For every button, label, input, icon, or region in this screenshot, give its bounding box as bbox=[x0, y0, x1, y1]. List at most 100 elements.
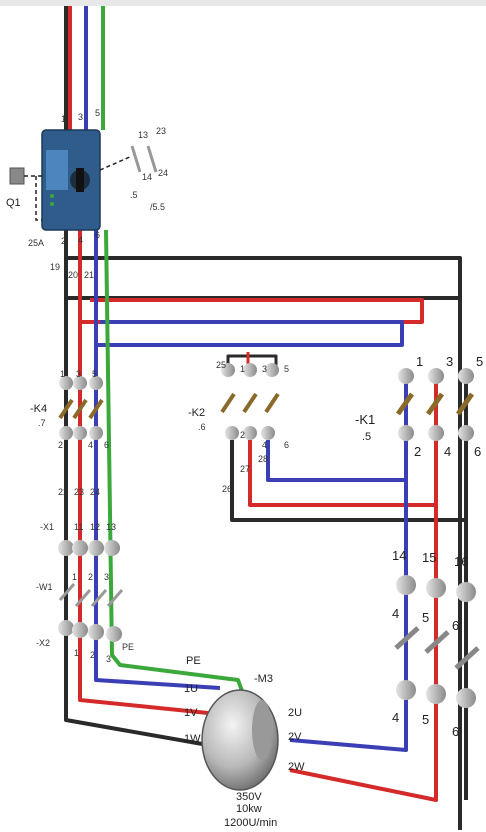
right-top-16: 16 bbox=[454, 554, 468, 569]
wire-num-27: 27 bbox=[240, 464, 250, 474]
q1-top-term-3: 3 bbox=[78, 112, 83, 122]
k1-bot-4: 4 bbox=[444, 444, 451, 459]
wire-num-22: 22 bbox=[58, 487, 68, 497]
q1-rating: 25A bbox=[28, 238, 44, 248]
wire-num-24: 24 bbox=[90, 487, 100, 497]
q1-bottom-term-2: 2 bbox=[61, 236, 66, 246]
top-strip bbox=[0, 0, 486, 6]
k2-bot-6: 6 bbox=[284, 440, 289, 450]
terminal-strip-x2[interactable] bbox=[58, 620, 122, 642]
k1-tag: -K1 bbox=[355, 412, 375, 427]
k1-bot-2: 2 bbox=[414, 444, 421, 459]
w1-term-1: 1 bbox=[72, 572, 77, 582]
q1-top-term-5: 5 bbox=[95, 108, 100, 118]
w1-term-3: 3 bbox=[104, 572, 109, 582]
motor-pe: PE bbox=[186, 655, 201, 667]
right-mid-4: 4 bbox=[392, 606, 399, 621]
w1-tag: -W1 bbox=[36, 582, 53, 592]
terminal-strip-x1[interactable] bbox=[58, 540, 120, 556]
aux-contacts bbox=[99, 145, 158, 173]
x1-term-11: 11 bbox=[74, 522, 83, 532]
motor-voltage: 350V bbox=[236, 791, 262, 803]
right-mid-6: 6 bbox=[452, 618, 459, 633]
k4-bot-4: 4 bbox=[88, 440, 93, 450]
k4-top-1: 1 bbox=[60, 369, 65, 379]
x1-term-13: 13 bbox=[106, 522, 116, 532]
terminal-strip-w1[interactable] bbox=[58, 583, 124, 607]
motor-1v: 1V bbox=[184, 707, 198, 719]
k4-bot-6: 6 bbox=[104, 440, 109, 450]
right-bot-5: 5 bbox=[422, 712, 429, 727]
x2-pe: PE bbox=[122, 642, 134, 652]
wire-k2-bridge bbox=[226, 354, 278, 366]
wire-green-pe bbox=[101, 6, 248, 703]
motor-1u: 1U bbox=[184, 683, 198, 695]
right-bot-6: 6 bbox=[452, 724, 459, 739]
k4-top-3: 3 bbox=[76, 369, 81, 379]
q1-tag: Q1 bbox=[6, 197, 21, 209]
contactor-k1[interactable] bbox=[395, 368, 475, 441]
k2-top-3: 3 bbox=[262, 364, 267, 374]
motor-power: 10kw bbox=[236, 803, 262, 815]
contactor-k2[interactable] bbox=[220, 363, 280, 440]
wire-num-25: 25 bbox=[216, 360, 226, 370]
k2-ref: .6 bbox=[198, 422, 206, 432]
k1-top-1: 1 bbox=[416, 354, 423, 369]
q1-aux-block bbox=[9, 167, 42, 221]
motor-tag: -M3 bbox=[254, 673, 273, 685]
motor-m3[interactable] bbox=[201, 689, 279, 791]
q1-bottom-term-4: 4 bbox=[78, 235, 83, 245]
terminal-strip-right-top[interactable] bbox=[396, 575, 476, 602]
q1-bottom-term-6: 6 bbox=[95, 230, 100, 240]
k1-ref: .5 bbox=[362, 431, 371, 443]
motor-speed: 1200U/min bbox=[224, 817, 277, 829]
right-top-14: 14 bbox=[392, 548, 406, 563]
x1-term-12: 12 bbox=[90, 522, 100, 532]
wire-28 bbox=[266, 440, 406, 482]
k4-ref: .7 bbox=[38, 418, 46, 428]
motor-2v: 2V bbox=[288, 731, 302, 743]
wires bbox=[64, 6, 468, 830]
wire-num-23: 23 bbox=[74, 487, 84, 497]
x2-term-3: 3 bbox=[106, 654, 111, 664]
right-bot-4: 4 bbox=[392, 710, 399, 725]
wire-black-main bbox=[64, 6, 462, 830]
aux-ref-2: /5.5 bbox=[150, 202, 165, 212]
k2-top-5: 5 bbox=[284, 364, 289, 374]
motor-2u: 2U bbox=[288, 707, 302, 719]
contactor-k4[interactable] bbox=[58, 376, 104, 440]
motor-1w: 1W bbox=[184, 733, 201, 745]
wire-num-19: 19 bbox=[50, 262, 60, 272]
k2-bot-4: 4 bbox=[262, 440, 267, 450]
k1-top-5: 5 bbox=[476, 354, 483, 369]
wire-blue-main bbox=[84, 6, 404, 690]
wire-26 bbox=[230, 440, 466, 522]
k1-top-3: 3 bbox=[446, 354, 453, 369]
wire-k1-right-red bbox=[289, 380, 438, 802]
w1-term-2: 2 bbox=[88, 572, 93, 582]
terminal-strip-right-bottom[interactable] bbox=[396, 680, 476, 708]
k4-bot-2: 2 bbox=[58, 440, 63, 450]
wire-num-21: 21 bbox=[84, 270, 94, 280]
wire-k1-right-blue bbox=[289, 380, 408, 752]
k2-top-1: 1 bbox=[240, 364, 245, 374]
terminal-strip-right-mid[interactable] bbox=[394, 626, 480, 670]
aux-14: 14 bbox=[142, 172, 152, 182]
aux-24: 24 bbox=[158, 168, 168, 178]
x2-term-2: 2 bbox=[90, 650, 95, 660]
aux-23: 23 bbox=[156, 126, 166, 136]
right-mid-5: 5 bbox=[422, 610, 429, 625]
wire-num-28: 28 bbox=[258, 454, 268, 464]
x2-term-1: 1 bbox=[74, 648, 79, 658]
k2-bot-2: 2 bbox=[240, 430, 245, 440]
wire-num-26: 26 bbox=[222, 484, 232, 494]
aux-ref-1: .5 bbox=[130, 190, 138, 200]
q1-top-term-1: 1 bbox=[61, 114, 66, 124]
right-top-15: 15 bbox=[422, 550, 436, 565]
wire-27 bbox=[248, 440, 436, 507]
main-switch-q1[interactable] bbox=[41, 129, 101, 231]
k1-bot-6: 6 bbox=[474, 444, 481, 459]
x1-tag: -X1 bbox=[40, 522, 54, 532]
wire-red-main bbox=[68, 6, 424, 715]
